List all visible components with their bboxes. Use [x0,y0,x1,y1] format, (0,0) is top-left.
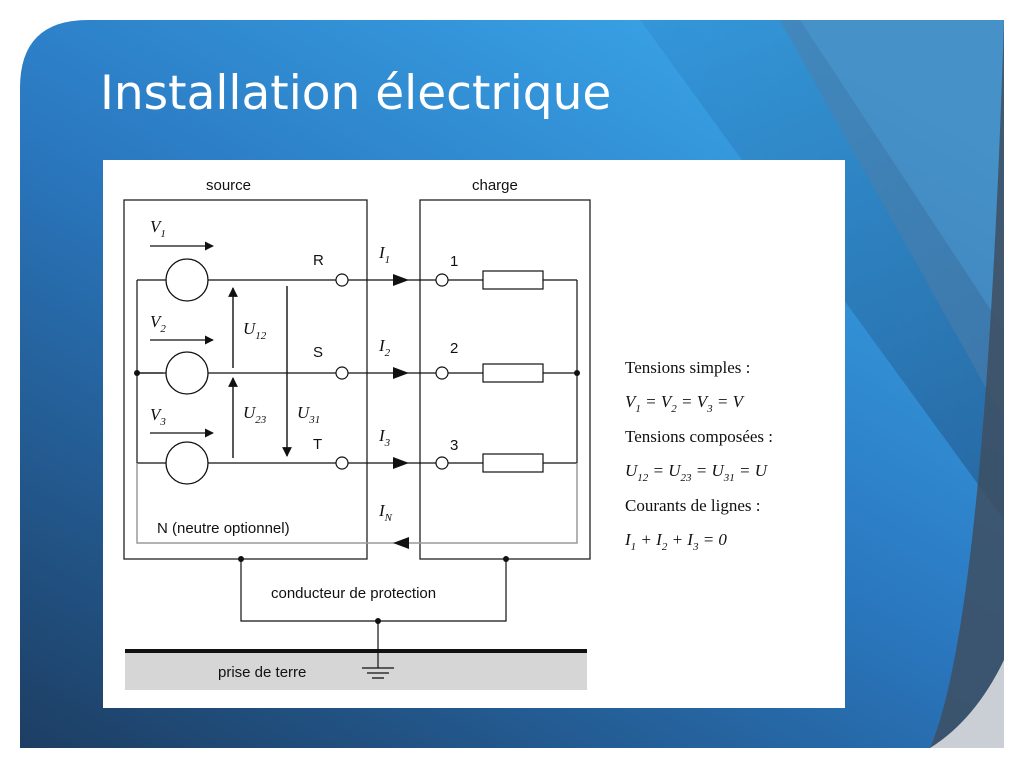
terminal-label-r: R [313,252,324,269]
neutral-label: N (neutre optionnel) [157,520,290,537]
protection-label: conducteur de protection [271,585,436,602]
load-impedance-1 [482,270,544,290]
formulas-panel: Tensions simples : V1 = V2 = V3 = V Tens… [624,358,773,553]
current-arrow-2 [393,367,409,379]
load-impedance-3 [482,453,544,473]
composed-voltages-title: Tensions composées : [625,427,773,446]
protection-conductor [240,559,507,622]
load-number-1: 1 [450,253,458,270]
terminal-label-t: T [313,436,322,453]
load-terminal-3 [435,456,449,470]
load-number-3: 3 [450,437,458,454]
line-currents-equation: I1 + I2 + I3 = 0 [624,530,727,553]
source-terminal-s [335,366,349,380]
voltage-label-u23: U23 [243,403,267,426]
source-terminal-t [335,456,349,470]
voltage-label-u31: U31 [297,403,320,426]
neutral-current-arrow [393,537,409,549]
current-arrow-3 [393,457,409,469]
source-box [123,199,368,560]
current-label-i1: I1 [378,243,390,266]
earth-ground-band [125,653,587,690]
source-terminal-r [335,273,349,287]
corner-fold [930,660,1004,748]
voltage-label-v1: V1 [150,217,166,240]
diagram-background [103,160,845,708]
simple-voltages-equation: V1 = V2 = V3 = V [625,392,746,415]
voltage-label-v2: V2 [150,312,166,335]
three-phase-diagram: source charge V1 V2 V3 [103,160,845,708]
composed-voltages-equation: U12 = U23 = U31 = U [625,461,769,484]
simple-voltages-title: Tensions simples : [625,358,750,377]
background-edge [930,20,1004,748]
load-terminal-2 [435,366,449,380]
line-currents-title: Courants de lignes : [625,496,761,515]
load-terminal-1 [435,273,449,287]
current-label-i3: I3 [378,426,391,449]
current-label-i2: I2 [378,336,391,359]
neutral-conductor [136,463,578,544]
slide-title: Installation électrique [100,66,612,121]
neutral-current-label: IN [378,501,393,524]
source-generator-1 [165,258,209,302]
earth-ground-icon [362,667,394,679]
earth-label: prise de terre [218,664,306,681]
terminal-label-s: S [313,344,323,361]
background-stripe-right [780,20,1004,420]
source-generator-2 [165,351,209,395]
load-star-node [574,370,580,376]
current-arrow-1 [393,274,409,286]
voltage-label-u12: U12 [243,319,267,342]
source-label: source [206,177,251,194]
load-number-2: 2 [450,340,458,357]
voltage-label-v3: V3 [150,405,166,428]
load-impedance-2 [482,363,544,383]
charge-label: charge [472,177,518,194]
source-generator-3 [165,441,209,485]
